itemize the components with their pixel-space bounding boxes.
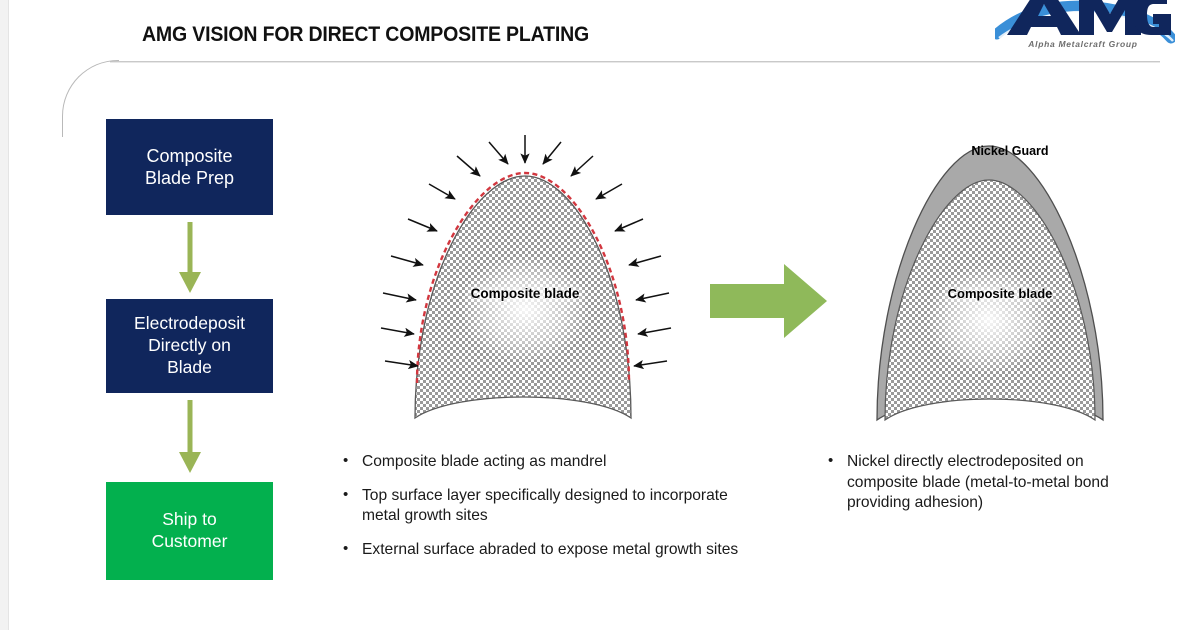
flow-step-label-line1: Electrodeposit [134, 313, 245, 334]
flow-connector-arrow-2 [175, 400, 205, 474]
list-item: External surface abraded to expose metal… [335, 539, 755, 561]
blade-highlight [917, 248, 1061, 372]
flow-step-label-line1: Composite [146, 145, 233, 166]
flow-step-label-line3: Blade [167, 356, 212, 377]
flow-connector-arrow-1 [175, 222, 205, 294]
figure-composite-blade-with-arrows [375, 128, 685, 433]
page-title: AMG VISION FOR DIRECT COMPOSITE PLATING [142, 23, 590, 46]
flow-step-ship-to-customer[interactable]: Ship to Customer [106, 482, 273, 580]
logo-tagline: Alpha Metalcraft Group [1027, 39, 1137, 49]
flow-step-label-line2: Blade Prep [144, 168, 235, 188]
list-item: Composite blade acting as mandrel [335, 451, 755, 473]
center-bullet-list: Composite blade acting as mandrel Top su… [335, 451, 755, 573]
list-item: Top surface layer specifically designed … [335, 485, 755, 527]
flow-step-composite-blade-prep[interactable]: Composite Blade Prep [106, 119, 273, 215]
amg-logo: Alpha Metalcraft Group [995, 0, 1175, 52]
title-divider [110, 61, 1160, 62]
deposition-arrow-group [380, 135, 672, 370]
active-surface-dashed-line [415, 171, 631, 384]
title-divider-shadow [110, 62, 1160, 63]
flow-step-label-line2: Customer [151, 531, 228, 551]
right-bullet-list: Nickel directly electrodeposited on comp… [820, 451, 1155, 527]
flow-step-electrodeposit-directly-on-blade[interactable]: Electrodeposit Directly on Blade [106, 299, 273, 393]
list-item: Nickel directly electrodeposited on comp… [820, 451, 1155, 514]
process-transition-arrow [710, 262, 828, 340]
flow-step-label-line1: Ship to [162, 509, 217, 530]
figure-plated-blade-with-nickel-guard [855, 128, 1125, 433]
blade-highlight [447, 239, 603, 367]
left-gutter-strip [0, 0, 9, 630]
flow-step-label-line2: Directly on [148, 335, 231, 356]
